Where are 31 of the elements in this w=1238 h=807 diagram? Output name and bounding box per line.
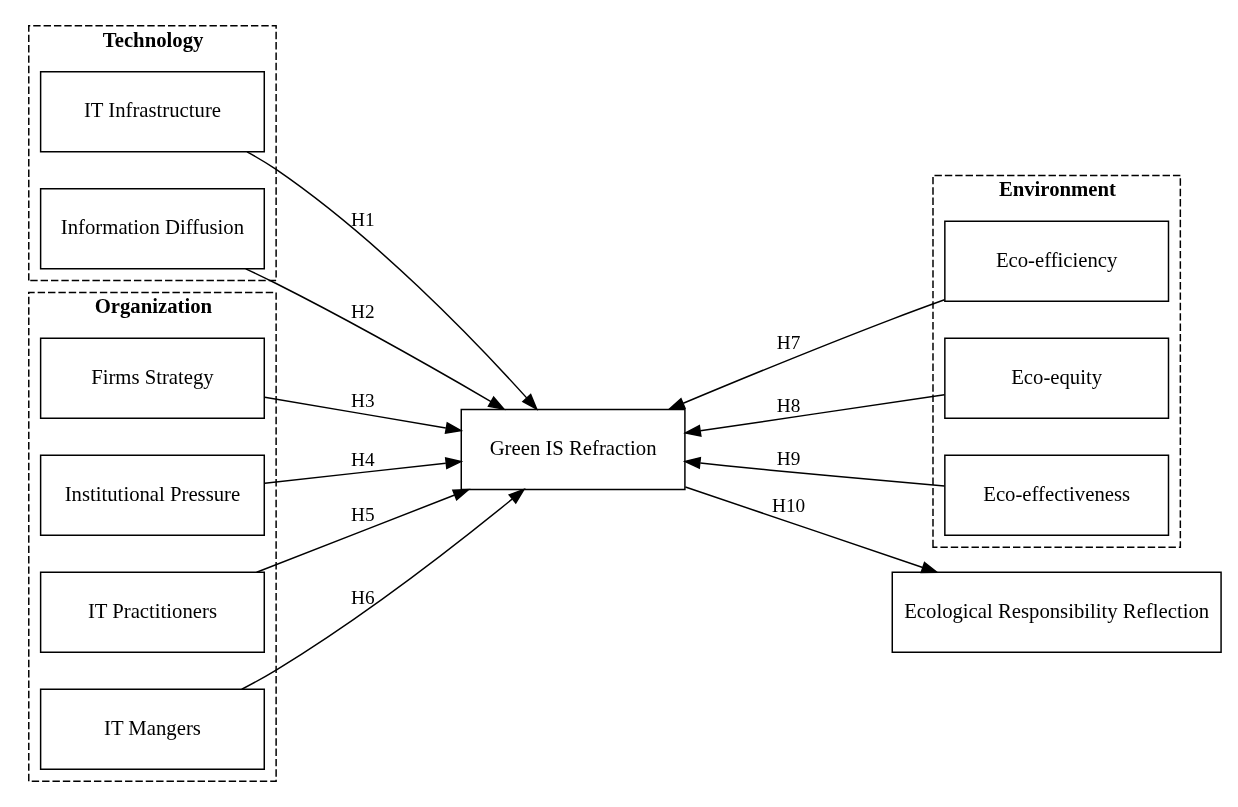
edge-label: H3 <box>351 390 375 412</box>
arrow <box>246 151 539 411</box>
node-box: IT Mangers <box>39 688 265 771</box>
edge-label: H8 <box>776 394 801 416</box>
node-box: Green IS Refraction <box>460 408 686 491</box>
edge-label: H6 <box>351 587 375 609</box>
node-box: IT Infrastructure <box>39 71 265 153</box>
node-box: Eco-equity <box>944 337 1170 420</box>
edge-label: H1 <box>351 209 375 231</box>
node-box: Eco-effectiveness <box>944 454 1170 537</box>
node-box: IT Practitioners <box>39 571 265 654</box>
arrow <box>682 456 946 487</box>
edge-label: H10 <box>772 495 806 517</box>
arrow <box>241 488 526 690</box>
edge-label: H4 <box>351 449 375 471</box>
arrow <box>264 457 464 484</box>
node-box: Ecological Responsibility Reflection <box>891 571 1222 654</box>
edge-label: H5 <box>351 504 375 526</box>
node-box: Information Diffusion <box>39 188 265 270</box>
arrow <box>264 396 464 435</box>
arrow <box>684 486 940 574</box>
arrow <box>683 393 946 437</box>
node-box: Firms Strategy <box>39 337 265 420</box>
arrow <box>255 488 471 573</box>
node-box: Eco-efficiency <box>944 220 1170 303</box>
edge-label: H7 <box>776 332 801 354</box>
node-box: Institutional Pressure <box>39 454 265 537</box>
arrow <box>667 299 946 410</box>
edge-label: H2 <box>351 301 375 323</box>
arrow <box>245 268 506 411</box>
edge-label: H9 <box>776 447 801 469</box>
